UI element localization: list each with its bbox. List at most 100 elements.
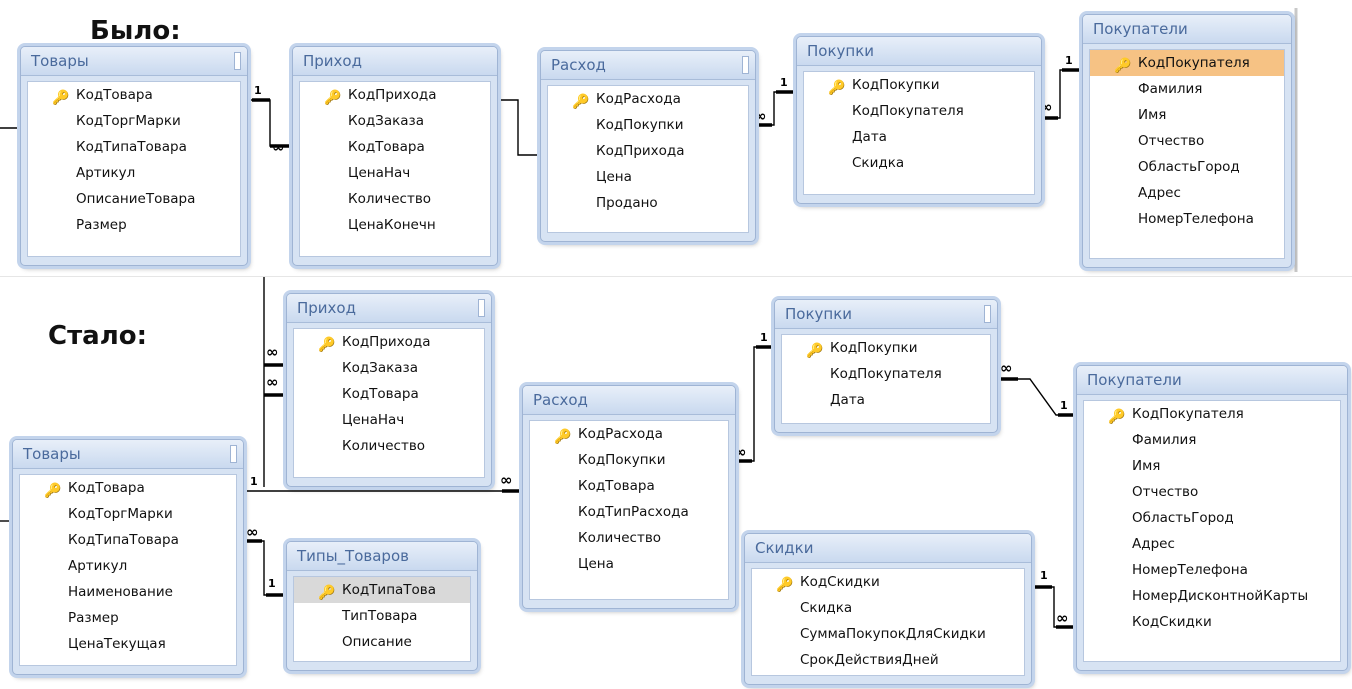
key-icon: 🔑 [1114,58,1132,74]
field[interactable]: КодПокупки [596,117,684,133]
rel-after-6-one: 1 [1060,399,1068,412]
field[interactable]: КодТипаТовара [68,532,179,548]
before-title: Было: [90,16,181,46]
field[interactable]: Количество [342,438,426,454]
field[interactable]: НомерТелефона [1132,562,1248,578]
table-header[interactable]: Скидки [745,534,1031,563]
field[interactable]: КодТоргМарки [76,113,181,129]
key-icon: 🔑 [52,90,70,106]
field[interactable]: Размер [76,217,127,233]
table-header[interactable]: Покупки [775,300,997,329]
field[interactable]: Имя [1138,107,1167,123]
field[interactable]: КодТовара [578,478,655,494]
field[interactable]: Цена [578,556,614,572]
field[interactable]: СрокДействияДней [800,652,939,668]
rel-after-4-many: ∞ [246,523,259,541]
field[interactable]: 🔑КодПрихода [300,82,490,108]
field[interactable]: Продано [596,195,658,211]
field[interactable]: Дата [830,392,865,408]
field[interactable]: 🔑КодТовара [20,475,236,501]
table-header[interactable]: Товары [13,440,243,469]
field[interactable]: КодПокупки [578,452,666,468]
field[interactable]: НомерТелефона [1138,211,1254,227]
field[interactable]: 🔑КодРасхода [530,421,728,447]
table-header[interactable]: Товары [21,47,247,76]
table-before-pokupateli[interactable]: Покупатели 🔑КодПокупателя Фамилия Имя От… [1082,14,1292,268]
field[interactable]: Артикул [68,558,128,574]
field[interactable]: НомерДисконтнойКарты [1132,588,1309,604]
field[interactable]: ЦенаКонечн [348,217,436,233]
table-header[interactable]: Покупатели [1077,366,1347,395]
table-after-pokupki[interactable]: Покупки 🔑КодПокупки КодПокупателя Дата [774,299,998,433]
table-before-pokupki[interactable]: Покупки 🔑КодПокупки КодПокупателя Дата С… [796,36,1042,204]
rel-before-1-many: ∞ [272,138,285,156]
before-section: Было: 1 ∞ ∞ 1 ∞ 1 Товары 🔑КодТовара КодТ… [0,0,1352,276]
field[interactable]: Описание [342,634,412,650]
table-header[interactable]: Расход [523,386,735,415]
field[interactable]: 🔑КодТовара [28,82,240,108]
rel-after-1-many: ∞ [266,343,279,361]
field[interactable]: Количество [578,530,662,546]
field[interactable]: КодПрихода [596,143,685,159]
field[interactable]: 🔑КодПокупки [804,72,1034,98]
field[interactable]: КодПокупателя [852,103,964,119]
table-after-pokupateli[interactable]: Покупатели 🔑КодПокупателя Фамилия Имя От… [1076,365,1348,671]
table-after-skidki[interactable]: Скидки 🔑КодСкидки Скидка СуммаПокупокДля… [744,533,1032,685]
field[interactable]: Скидка [800,600,853,616]
field[interactable]: КодТипаТовара [76,139,187,155]
table-header[interactable]: Покупки [797,37,1041,66]
field[interactable]: 🔑КодРасхода [548,86,748,112]
field[interactable]: Фамилия [1138,81,1203,97]
table-header[interactable]: Расход [541,51,755,80]
field[interactable]: ЦенаНач [348,165,411,181]
table-before-tovary[interactable]: Товары 🔑КодТовара КодТоргМарки КодТипаТо… [20,46,248,266]
field[interactable]: Дата [852,129,887,145]
table-header[interactable]: Типы_Товаров [287,542,477,571]
field[interactable]: Скидка [852,155,905,171]
field[interactable]: СуммаПокупокДляСкидки [800,626,986,642]
field[interactable]: 🔑КодПокупки [782,335,990,361]
table-header[interactable]: Приход [287,294,491,323]
field[interactable]: 🔑КодПрихода [294,329,484,355]
field[interactable]: ОбластьГород [1138,159,1240,175]
field[interactable]: 🔑КодПокупателя [1090,50,1284,76]
table-after-tovary[interactable]: Товары 🔑КодТовара КодТоргМарки КодТипаТо… [12,439,244,675]
field[interactable]: ТипТовара [342,608,418,624]
table-after-prihod[interactable]: Приход 🔑КодПрихода КодЗаказа КодТовара Ц… [286,293,492,487]
table-after-rashod[interactable]: Расход 🔑КодРасхода КодПокупки КодТовара … [522,385,736,609]
field[interactable]: ЦенаНач [342,412,405,428]
field[interactable]: Цена [596,169,632,185]
field[interactable]: Имя [1132,458,1161,474]
field[interactable]: КодТипРасхода [578,504,689,520]
field[interactable]: 🔑КодПокупателя [1084,401,1340,427]
field[interactable]: Количество [348,191,432,207]
field[interactable]: КодТовара [348,139,425,155]
field[interactable]: ОбластьГород [1132,510,1234,526]
field[interactable]: КодСкидки [1132,614,1212,630]
table-header[interactable]: Приход [293,47,497,76]
field[interactable]: Наименование [68,584,173,600]
table-before-rashod[interactable]: Расход 🔑КодРасхода КодПокупки КодПрихода… [540,50,756,242]
field[interactable]: ЦенаТекущая [68,636,166,652]
field[interactable]: Адрес [1132,536,1175,552]
field[interactable]: КодЗаказа [348,113,424,129]
field[interactable]: КодТовара [342,386,419,402]
field[interactable]: Отчество [1132,484,1199,500]
field[interactable]: КодТоргМарки [68,506,173,522]
rel-after-3-many: ∞ [500,471,513,489]
table-header[interactable]: Покупатели [1083,15,1291,44]
field[interactable]: Размер [68,610,119,626]
after-title: Стало: [48,321,147,351]
field[interactable]: Адрес [1138,185,1181,201]
key-icon: 🔑 [44,483,62,499]
field[interactable]: Отчество [1138,133,1205,149]
field[interactable]: Фамилия [1132,432,1197,448]
field[interactable]: 🔑КодТипаТова [294,577,470,603]
table-before-prihod[interactable]: Приход 🔑КодПрихода КодЗаказа КодТовара Ц… [292,46,498,266]
field[interactable]: КодЗаказа [342,360,418,376]
field[interactable]: КодПокупателя [830,366,942,382]
field[interactable]: 🔑КодСкидки [752,569,1024,595]
field[interactable]: ОписаниеТовара [76,191,196,207]
field[interactable]: Артикул [76,165,136,181]
table-after-tipy-tovarov[interactable]: Типы_Товаров 🔑КодТипаТова ТипТовара Опис… [286,541,478,671]
